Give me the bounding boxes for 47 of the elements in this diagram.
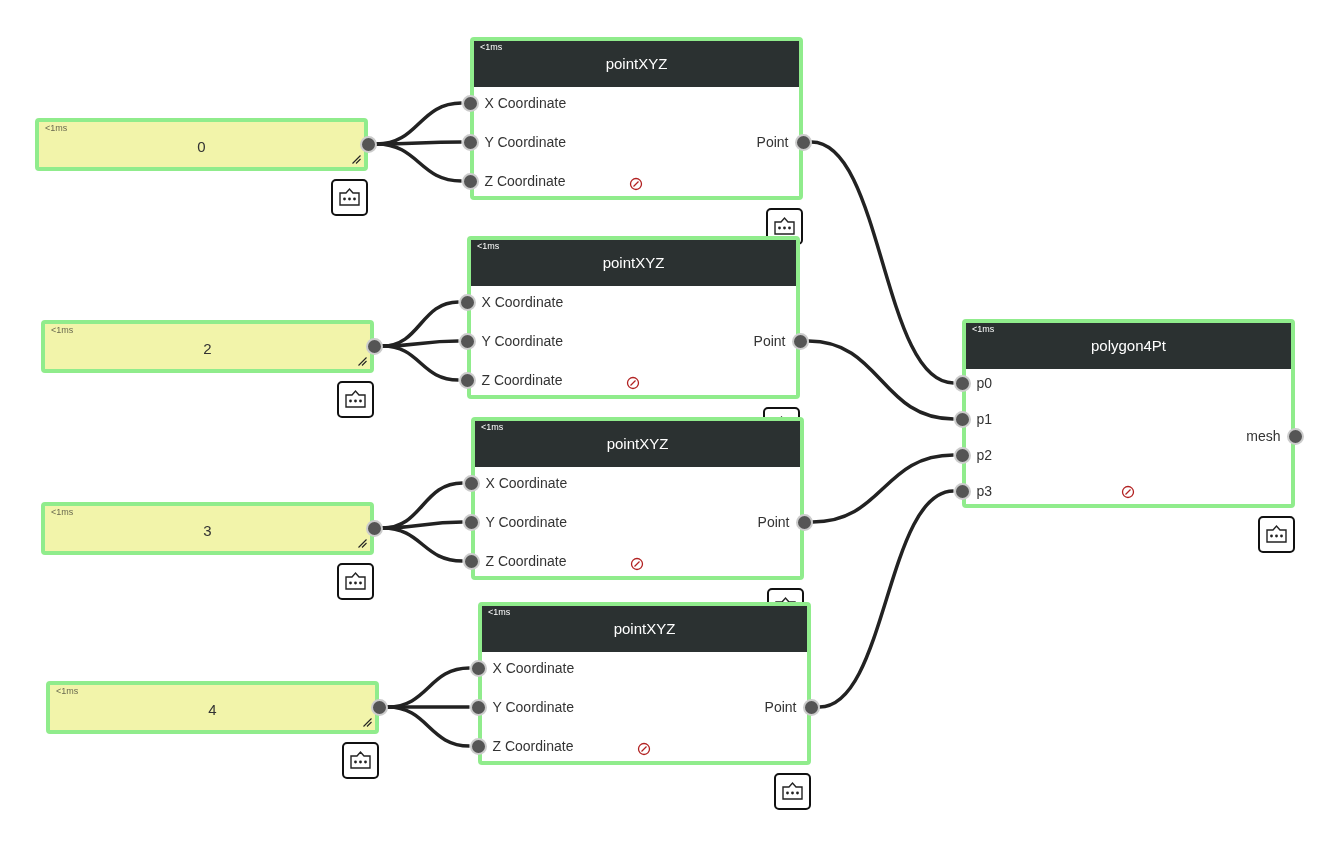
connector-wire bbox=[811, 140, 954, 385]
port-label: p1 bbox=[976, 411, 993, 427]
connector-wire bbox=[382, 344, 459, 382]
timing-label: <1ms bbox=[972, 324, 995, 334]
value-label: 4 bbox=[207, 701, 218, 718]
timing-label: <1ms bbox=[477, 241, 500, 251]
port-label: Point bbox=[757, 514, 790, 530]
timing-label: <1ms bbox=[481, 422, 504, 432]
port-label: p0 bbox=[976, 375, 993, 391]
port-label: p2 bbox=[976, 447, 993, 463]
port-label: Y Coordinate bbox=[481, 333, 563, 349]
timing-label: <1ms bbox=[51, 325, 74, 335]
port-label: Z Coordinate bbox=[485, 553, 567, 569]
port-label: X Coordinate bbox=[492, 660, 575, 676]
port-label: Point bbox=[764, 699, 797, 715]
port-label: Y Coordinate bbox=[492, 699, 574, 715]
connector-wire bbox=[387, 705, 470, 748]
value-label: 0 bbox=[196, 138, 207, 155]
port-label: mesh bbox=[1246, 428, 1281, 444]
port-label: Z Coordinate bbox=[492, 738, 574, 754]
timing-label: <1ms bbox=[480, 42, 503, 52]
port-label: Point bbox=[753, 333, 786, 349]
connector-wire bbox=[812, 453, 954, 524]
connector-wire bbox=[376, 142, 462, 183]
timing-label: <1ms bbox=[51, 507, 74, 517]
port-label: Y Coordinate bbox=[484, 134, 566, 150]
node-title: pointXYZ bbox=[605, 435, 670, 452]
node-title: pointXYZ bbox=[604, 55, 669, 72]
timing-label: <1ms bbox=[56, 686, 79, 696]
port-label: Z Coordinate bbox=[484, 173, 566, 189]
port-label: Z Coordinate bbox=[481, 372, 563, 388]
connector-wire bbox=[819, 489, 954, 709]
value-label: 3 bbox=[202, 522, 213, 539]
connector-wire bbox=[808, 339, 954, 421]
port-label: Y Coordinate bbox=[485, 514, 567, 530]
port-label: p3 bbox=[976, 483, 993, 499]
port-label: X Coordinate bbox=[484, 95, 567, 111]
port-label: Point bbox=[756, 134, 789, 150]
timing-label: <1ms bbox=[45, 123, 68, 133]
connector-wire bbox=[382, 526, 463, 563]
node-title: polygon4Pt bbox=[1089, 337, 1168, 354]
timing-label: <1ms bbox=[488, 607, 511, 617]
node-title: pointXYZ bbox=[612, 620, 677, 637]
value-label: 2 bbox=[202, 340, 213, 357]
node-title: pointXYZ bbox=[601, 254, 666, 271]
port-label: X Coordinate bbox=[481, 294, 564, 310]
port-label: X Coordinate bbox=[485, 475, 568, 491]
